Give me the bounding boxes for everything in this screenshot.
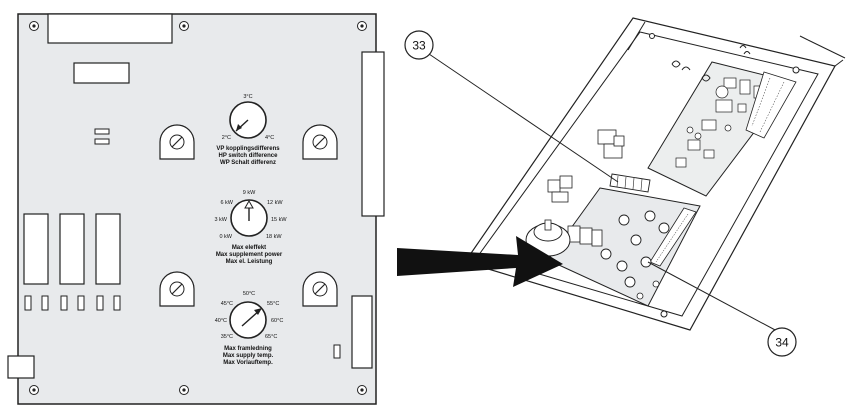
- dial-mark: 65°C: [265, 334, 277, 340]
- board-edge-connector: [649, 207, 697, 267]
- dial-caption: Max framledning: [224, 346, 272, 352]
- dial-mark: 12 kW: [267, 200, 283, 206]
- board-screw-icon: [636, 280, 660, 300]
- dial-mark: 3 kW: [214, 217, 227, 223]
- dial-caption: Max el. Leistung: [226, 259, 273, 265]
- screw-icon: [660, 310, 668, 318]
- pointer-arrow-icon: [397, 236, 563, 287]
- max-supply-temp-dial[interactable]: 50°C 45°C 55°C 40°C 60°C 35°C 65°C Max f…: [215, 291, 284, 366]
- dial-mark: 55°C: [267, 301, 279, 307]
- dial-mark: 40°C: [215, 318, 227, 324]
- dial-mark: 3°C: [243, 94, 252, 100]
- fuse-pin: [60, 295, 68, 311]
- dial-mark: 60°C: [271, 318, 283, 324]
- dial-caption: Max supply temp.: [223, 353, 274, 359]
- board-relays: [567, 225, 603, 247]
- led-indicator: [94, 128, 110, 135]
- dial-mark: 18 kW: [266, 234, 282, 240]
- fuse-pin: [113, 295, 121, 311]
- callout-number: 33: [412, 39, 426, 53]
- dial-mark: 50°C: [243, 291, 255, 297]
- dial-mark: 35°C: [221, 334, 233, 340]
- mounting-hole-icon: [179, 21, 189, 31]
- leader-line-33: [428, 53, 619, 183]
- screw-knob-icon: [302, 124, 338, 160]
- dial-mark: 4°C: [265, 135, 274, 141]
- mounting-hole-icon: [29, 385, 39, 395]
- board-panel: [17, 13, 377, 405]
- screw-knob-icon: [159, 124, 195, 160]
- terminal-block-33: [609, 173, 651, 193]
- dial-mark: 9 kW: [243, 190, 256, 196]
- side-connector: [7, 355, 35, 379]
- control-board: 3°C 2°C 4°C VP kopplingsdifferens HP swi…: [7, 13, 385, 405]
- connector-block-icon: [547, 175, 573, 203]
- dial-mark: 15 kW: [271, 217, 287, 223]
- screw-icon: [649, 33, 655, 39]
- callout-number: 34: [775, 336, 789, 350]
- dial-caption: WP Schalt differenz: [220, 160, 276, 166]
- mounting-hole-icon: [357, 21, 367, 31]
- dial-caption: HP switch difference: [219, 153, 279, 159]
- connector-block-icon: [597, 129, 625, 159]
- mounting-hole-icon: [357, 385, 367, 395]
- max-power-dial[interactable]: 9 kW 6 kW 12 kW 3 kW 15 kW 0 kW 18 kW Ma…: [214, 190, 287, 265]
- fuse-pin: [96, 295, 104, 311]
- led-indicator: [94, 138, 110, 145]
- cable-clip-icon: [671, 45, 751, 82]
- dial-mark: 45°C: [221, 301, 233, 307]
- switch-difference-dial[interactable]: 3°C 2°C 4°C VP kopplingsdifferens HP swi…: [216, 94, 280, 166]
- installation-view: 33 34: [397, 17, 846, 357]
- dial-caption: Max Vorlauftemp.: [223, 360, 273, 366]
- screw-icon: [792, 66, 800, 74]
- relay: [23, 213, 49, 285]
- dial-mark: 0 kW: [219, 234, 232, 240]
- small-component: [333, 344, 341, 359]
- top-connector: [47, 13, 173, 44]
- fuse-pin: [41, 295, 49, 311]
- fuse-pin: [77, 295, 85, 311]
- edge-connector: [361, 51, 385, 217]
- callout-33: 33: [404, 30, 434, 60]
- mounting-hole-icon: [179, 385, 189, 395]
- mounting-hole-icon: [29, 21, 39, 31]
- board-dial-icon: [600, 210, 670, 288]
- label-plate: [73, 62, 130, 84]
- dial-mark: 6 kW: [220, 200, 233, 206]
- leader-line-34: [647, 261, 778, 332]
- dial-mark: 2°C: [222, 135, 231, 141]
- dial-caption: Max eleffekt: [232, 245, 266, 251]
- dial-caption: Max supplement power: [216, 252, 283, 258]
- upper-terminal-strip: [745, 71, 797, 139]
- relay: [95, 213, 121, 285]
- fuse-pin: [24, 295, 32, 311]
- dial-caption: VP kopplingsdifferens: [216, 146, 280, 152]
- callout-34: 34: [767, 327, 797, 357]
- relay: [59, 213, 85, 285]
- screw-knob-icon: [302, 271, 338, 307]
- screw-knob-icon: [159, 271, 195, 307]
- terminal-block: [351, 295, 373, 369]
